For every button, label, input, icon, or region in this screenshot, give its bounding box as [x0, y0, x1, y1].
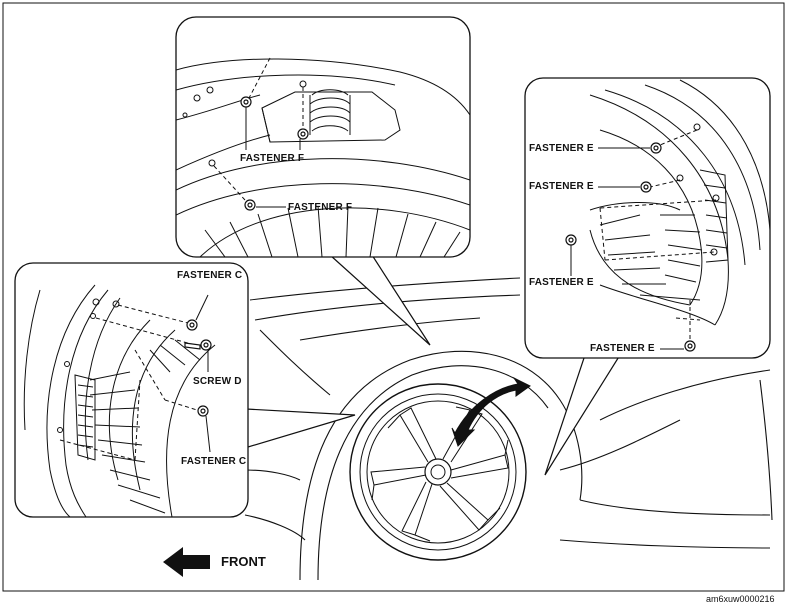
label-fastener-c-bottom: FASTENER C — [181, 456, 247, 467]
inset-top — [175, 16, 471, 258]
document-id: am6xuw0000216 — [706, 594, 775, 604]
car-body — [244, 277, 773, 581]
wheel — [349, 383, 527, 561]
frame-border — [2, 2, 785, 592]
label-fastener-e-1: FASTENER E — [529, 143, 594, 154]
label-fastener-c-top: FASTENER C — [177, 270, 243, 281]
curved-arrow-icon — [451, 376, 531, 447]
callout-pointers — [227, 254, 621, 476]
inset-right — [524, 77, 771, 359]
label-fastener-e-bottom: FASTENER E — [590, 343, 655, 354]
front-arrow-icon — [163, 547, 210, 577]
label-fastener-f-bottom: FASTENER F — [288, 202, 353, 213]
label-fastener-e-2: FASTENER E — [529, 181, 594, 192]
label-screw-d: SCREW D — [193, 376, 242, 387]
label-front: FRONT — [221, 554, 266, 569]
label-fastener-f-top: FASTENER F — [240, 153, 305, 164]
label-fastener-e-3: FASTENER E — [529, 277, 594, 288]
inset-left — [14, 262, 249, 518]
